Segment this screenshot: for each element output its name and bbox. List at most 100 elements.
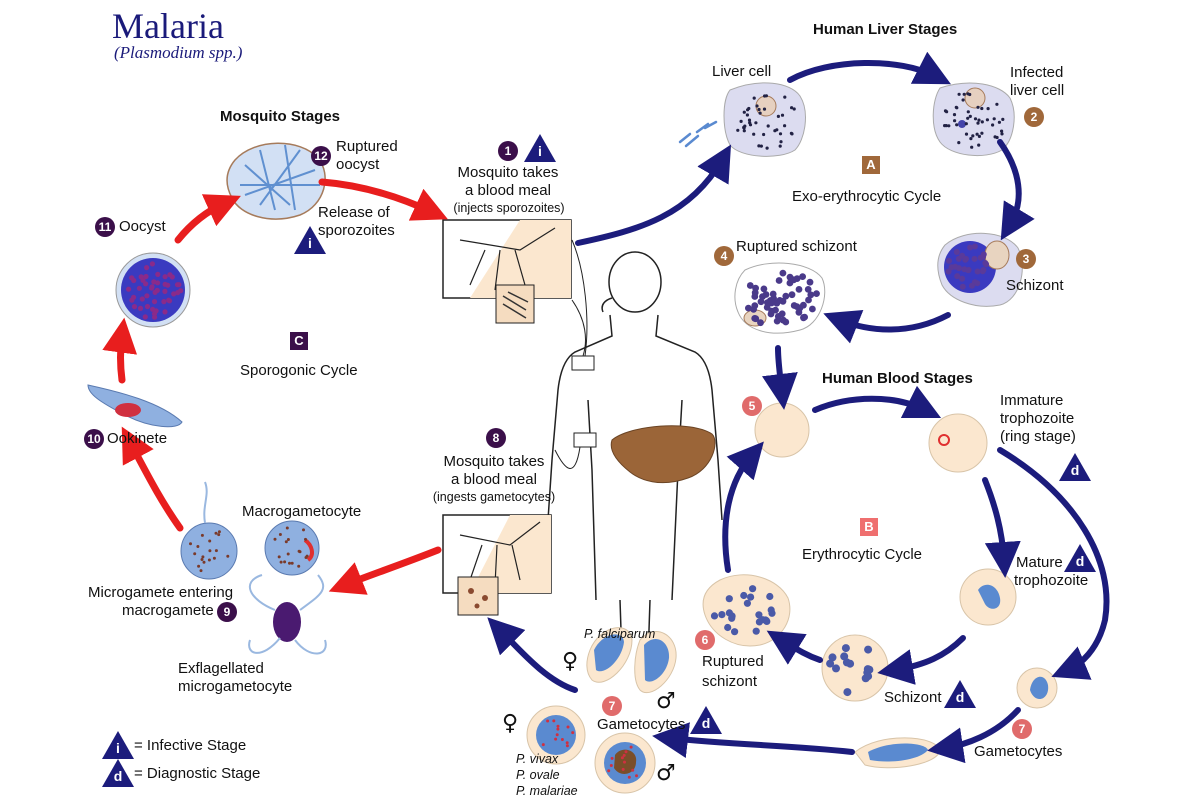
- parasite-dot: [980, 106, 984, 111]
- parasite-dot: [710, 612, 719, 620]
- parasite-dot: [742, 110, 746, 114]
- parasite-dot: [776, 114, 781, 118]
- parasite-dot: [747, 593, 755, 601]
- parasite-dot: [968, 114, 972, 118]
- parasite-dot: [200, 533, 204, 537]
- parasite-dot: [763, 304, 771, 311]
- blood-schizont-label: Schizont: [884, 689, 942, 706]
- parasite-dot: [747, 106, 751, 111]
- parasite-dot: [943, 124, 947, 128]
- release-sporozoites-line1: Release of: [318, 204, 390, 221]
- parasite-dot: [161, 299, 167, 305]
- parasite-dot: [554, 737, 558, 741]
- parasite-dot: [773, 129, 777, 133]
- diagnostic-icon-ring: d: [1059, 453, 1091, 481]
- step-3-number: 3: [1016, 249, 1036, 269]
- ruptured-blood-schizont-line2: schizont: [702, 673, 758, 690]
- legend-diagnostic-icon: d: [102, 759, 134, 787]
- parasite-dot: [217, 533, 221, 537]
- parasite-dot: [151, 299, 158, 305]
- arrow-schizont-to-ruptured: [823, 309, 951, 344]
- liver-cell-healthy: [723, 82, 806, 157]
- parasite-dot: [199, 569, 203, 573]
- parasite-dot: [189, 542, 192, 546]
- parasite-dot: [724, 623, 732, 632]
- heading-mosquito-stages: Mosquito Stages: [220, 108, 341, 125]
- microgamete-line2: macrogamete: [122, 602, 214, 619]
- parasite-dot: [755, 611, 763, 619]
- step-9-number: 9: [217, 602, 237, 622]
- parasite-dot: [623, 760, 626, 764]
- parasite-dot: [759, 144, 764, 148]
- parasite-dot: [193, 552, 197, 556]
- step-8-number: 8: [486, 428, 506, 448]
- arrow-bite-to-gametes: [328, 546, 442, 595]
- parasite-dot: [226, 554, 230, 558]
- parasite-dot: [762, 291, 770, 298]
- exflagellated-microgametocyte: [248, 574, 327, 655]
- parasite-dot: [790, 106, 794, 110]
- parasite-dot: [162, 288, 168, 294]
- cycle-c-marker: C: [290, 332, 308, 350]
- parasite-dot: [780, 113, 785, 117]
- legend-infective-label: = Infective Stage: [134, 737, 247, 754]
- arm-bite-site: [571, 355, 595, 371]
- parasite-dot: [757, 319, 764, 327]
- ruptured-oocyst: [226, 142, 326, 220]
- parasite-dot: [766, 124, 770, 128]
- parasite-dot: [997, 120, 1002, 124]
- parasite-dot: [963, 255, 969, 262]
- arm-bite-site-2: [573, 432, 597, 448]
- parasite-dot: [778, 310, 786, 318]
- parasite-dot: [763, 94, 767, 98]
- parasite-dot: [962, 92, 966, 96]
- arrow-5-to-ring: [812, 385, 942, 419]
- parasite-dot: [752, 315, 760, 323]
- parasite-dot: [731, 628, 739, 636]
- bite-panel-1: [442, 219, 572, 324]
- species-p-vivax: P. vivax: [516, 752, 559, 766]
- parasite-dot: [624, 750, 628, 754]
- parasite-dot: [136, 285, 142, 291]
- parasite-dot: [305, 554, 309, 558]
- parasite-dot: [610, 756, 614, 760]
- parasite-dot: [779, 297, 787, 305]
- gametocytes-label-right: Gametocytes: [974, 743, 1063, 760]
- parasite-dot: [283, 560, 287, 564]
- step-1-number: 1: [498, 141, 518, 161]
- parasite-dot: [762, 107, 767, 111]
- parasite-dot: [954, 273, 961, 280]
- parasite-dot: [832, 664, 840, 673]
- parasite-dot: [778, 132, 783, 136]
- parasite-dot: [974, 280, 981, 287]
- parasite-dot: [986, 107, 990, 111]
- parasite-dot: [969, 282, 975, 289]
- parasite-dot: [754, 121, 758, 125]
- bite-panel-2: [442, 514, 552, 616]
- parasite-dot: [790, 276, 798, 284]
- parasite-dot: [985, 118, 990, 122]
- parasite-dot: [297, 549, 301, 553]
- parasite-dot: [1001, 117, 1005, 121]
- parasite-dot: [795, 286, 803, 293]
- parasite-dot: [957, 92, 961, 96]
- male-symbol-bottom: ♂: [656, 761, 676, 786]
- parasite-dot: [137, 305, 144, 311]
- parasite-dot: [286, 538, 290, 541]
- parasite-dot: [796, 304, 804, 312]
- parasite-dot: [952, 113, 957, 117]
- parasite-dot: [752, 284, 759, 292]
- parasite-dot: [288, 561, 291, 565]
- parasite-dot: [143, 273, 149, 280]
- parasite-dot: [971, 255, 978, 262]
- ruptured-blood-schizont-line1: Ruptured: [702, 653, 764, 670]
- parasite-dot: [943, 109, 948, 113]
- parasite-dot: [278, 533, 282, 536]
- parasite-dot: [743, 599, 752, 607]
- parasite-dot: [745, 304, 752, 312]
- parasite-dot: [965, 267, 972, 274]
- parasite-dot: [162, 274, 168, 280]
- heading-blood-stages: Human Blood Stages: [822, 370, 973, 387]
- step-8-line3: (ingests gametocytes): [432, 490, 556, 504]
- ruptured-oocyst-line2: oocyst: [336, 156, 380, 173]
